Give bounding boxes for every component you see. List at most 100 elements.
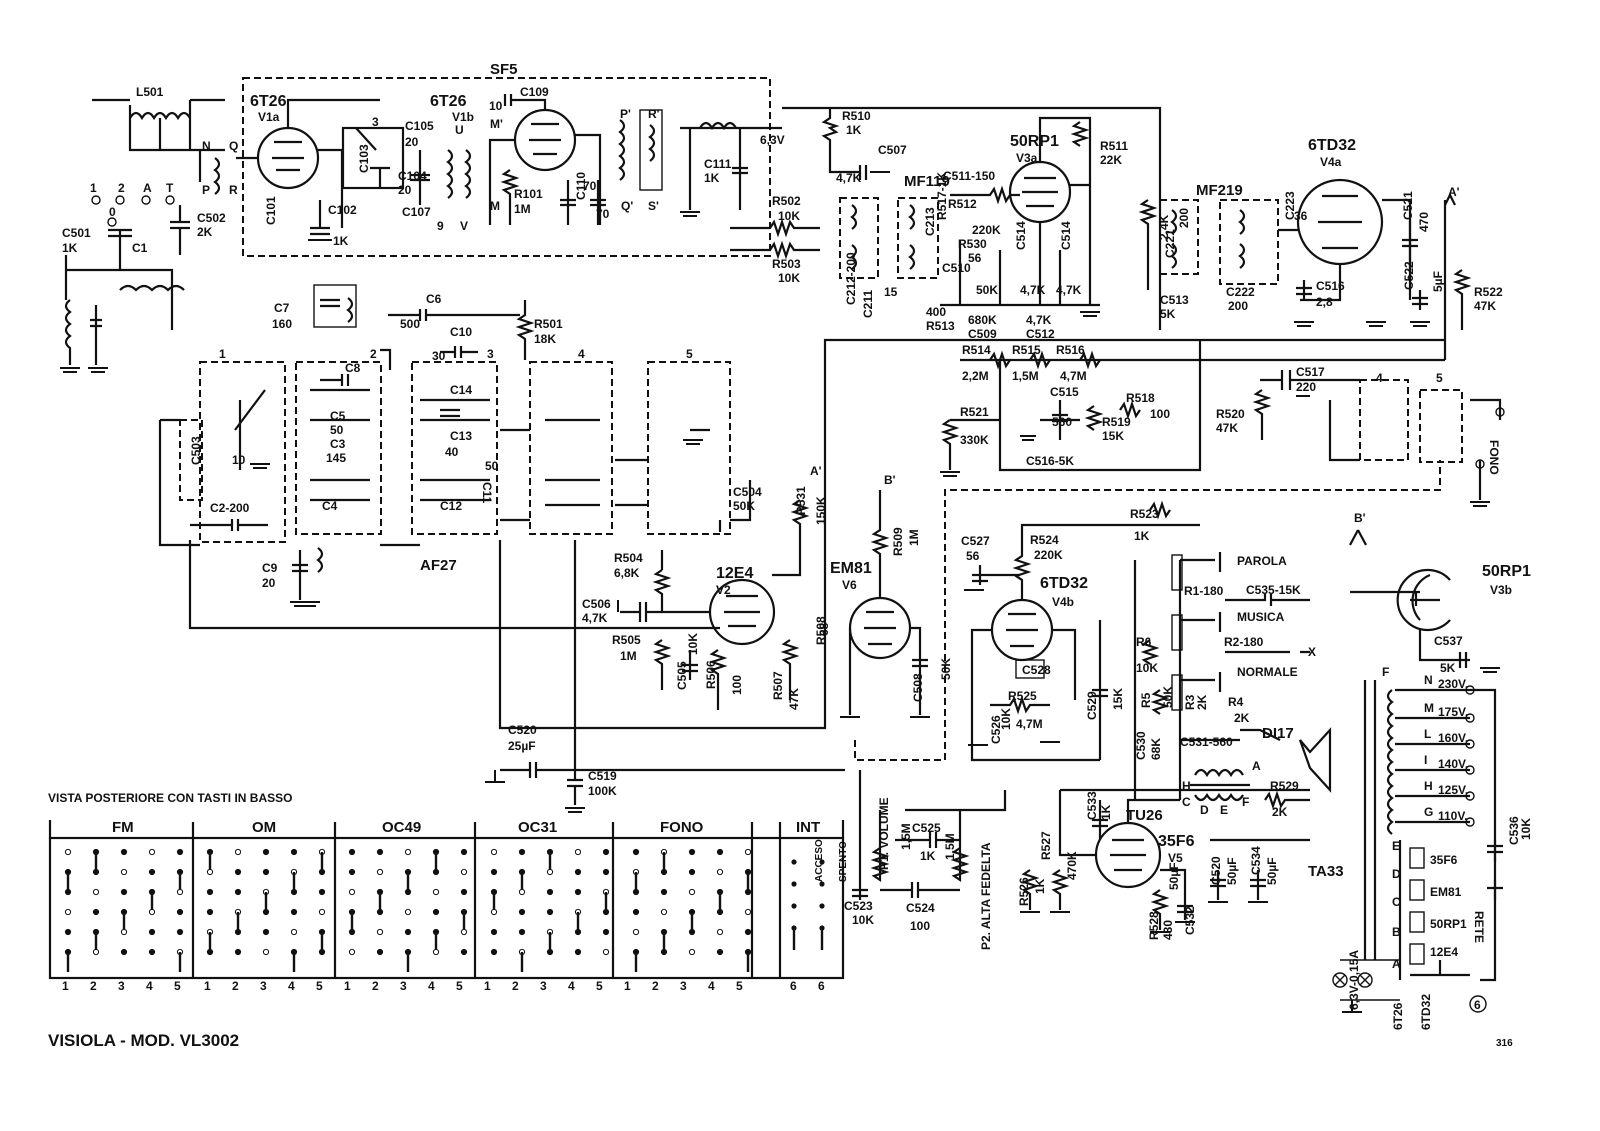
svg-text:470K: 470K xyxy=(1065,851,1079,880)
tone-parola: PAROLA xyxy=(1237,554,1287,568)
svg-text:50: 50 xyxy=(330,423,344,437)
svg-text:220: 220 xyxy=(1296,380,1316,394)
if-section: R510 1K C507 4,7K R502 10K R503 10K MF11… xyxy=(730,106,1503,360)
svg-text:20: 20 xyxy=(405,135,419,149)
svg-text:C532: C532 xyxy=(1183,906,1197,935)
switch-contact xyxy=(518,908,526,916)
switch-contact xyxy=(632,848,640,856)
svg-text:A: A xyxy=(1252,759,1261,773)
fidelity-label: P2. ALTA FEDELTA xyxy=(979,842,993,950)
group-fm: FM xyxy=(112,819,134,836)
switch-contact xyxy=(791,881,797,887)
switch-contact xyxy=(518,928,526,936)
switch-contact xyxy=(716,948,724,956)
switch-contact xyxy=(791,859,797,865)
svg-text:10K: 10K xyxy=(999,708,1013,730)
switch-contact xyxy=(290,848,298,856)
svg-text:70: 70 xyxy=(596,207,610,221)
em81-type: EM81 xyxy=(830,560,872,577)
svg-text:D: D xyxy=(1200,803,1209,817)
switch-contact xyxy=(290,928,298,936)
switch-contact xyxy=(546,908,554,916)
switch-contact xyxy=(546,868,554,876)
svg-text:1K: 1K xyxy=(1033,878,1047,894)
group-int: INT xyxy=(796,819,820,836)
svg-text:R524: R524 xyxy=(1030,533,1059,547)
svg-text:R527: R527 xyxy=(1039,831,1053,860)
svg-text:160: 160 xyxy=(272,317,292,331)
svg-text:18K: 18K xyxy=(534,332,556,346)
switch-contact xyxy=(262,908,270,916)
svg-text:B': B' xyxy=(884,473,896,487)
svg-text:U: U xyxy=(455,123,464,137)
svg-text:3: 3 xyxy=(372,115,379,129)
phono-input-label: FONO xyxy=(1487,440,1501,475)
svg-text:30: 30 xyxy=(432,349,446,363)
switch-contact xyxy=(290,908,298,916)
switch-contact xyxy=(432,908,440,916)
svg-text:C223: C223 xyxy=(1283,191,1297,220)
svg-text:C8: C8 xyxy=(345,361,361,375)
switch-contact xyxy=(206,948,214,956)
svg-text:P: P xyxy=(202,183,210,197)
svg-text:R: R xyxy=(229,183,238,197)
switch-contact xyxy=(318,868,326,876)
svg-text:4,7K: 4,7K xyxy=(582,611,608,625)
svg-text:B': B' xyxy=(1354,511,1366,525)
svg-text:C528: C528 xyxy=(1022,663,1051,677)
tone-control: PAROLA MUSICA NORMALE R1-180 C535-15K R2… xyxy=(1133,552,1332,800)
svg-text:H: H xyxy=(1424,779,1433,793)
switch-contact xyxy=(660,908,668,916)
svg-text:C107: C107 xyxy=(402,205,431,219)
svg-text:A: A xyxy=(143,181,152,195)
svg-text:C: C xyxy=(1392,895,1401,909)
svg-text:1K: 1K xyxy=(62,241,78,255)
svg-text:1: 1 xyxy=(90,181,97,195)
svg-text:6,8K: 6,8K xyxy=(614,566,640,580)
switch-contact xyxy=(574,848,582,856)
svg-text:50K: 50K xyxy=(976,283,998,297)
svg-text:10K: 10K xyxy=(778,209,800,223)
switch-contact xyxy=(234,888,242,896)
svg-text:1K: 1K xyxy=(1134,529,1150,543)
tap-160: 160V. xyxy=(1438,731,1468,745)
switch-contact xyxy=(234,948,242,956)
switch-contact xyxy=(490,868,498,876)
svg-text:1: 1 xyxy=(484,979,491,993)
svg-text:C525: C525 xyxy=(912,821,941,835)
switch-contact xyxy=(348,888,356,896)
svg-text:0: 0 xyxy=(109,205,116,219)
svg-text:10: 10 xyxy=(489,99,503,113)
svg-text:C514: C514 xyxy=(1059,221,1073,250)
svg-text:1: 1 xyxy=(204,979,211,993)
switch-contact xyxy=(632,928,640,936)
switch-contact xyxy=(176,888,184,896)
svg-text:C212-200: C212-200 xyxy=(844,252,858,305)
switch-section-5: 5 xyxy=(686,347,693,361)
v1b-ref: V1b xyxy=(452,110,474,124)
svg-text:5: 5 xyxy=(596,979,603,993)
switch-contact xyxy=(546,888,554,896)
switch-section-1: 1 xyxy=(219,347,226,361)
svg-text:2: 2 xyxy=(512,979,519,993)
l501-label: L501 xyxy=(136,85,164,99)
switch-contact xyxy=(432,868,440,876)
svg-text:C222: C222 xyxy=(1226,285,1255,299)
switch-contact xyxy=(120,948,128,956)
svg-text:C111: C111 xyxy=(704,157,732,171)
svg-text:R510: R510 xyxy=(842,109,871,123)
svg-text:R528: R528 xyxy=(1147,911,1161,940)
svg-text:10K: 10K xyxy=(686,633,700,655)
v3a-type: 50RP1 xyxy=(1010,133,1059,150)
switch-contact xyxy=(376,928,384,936)
svg-text:N: N xyxy=(202,139,211,153)
switch-contact xyxy=(376,908,384,916)
svg-text:6T26: 6T26 xyxy=(1391,1002,1405,1030)
switch-contact xyxy=(574,888,582,896)
svg-text:15K: 15K xyxy=(1111,688,1125,710)
switch-contact xyxy=(819,881,825,887)
svg-text:C509: C509 xyxy=(968,327,997,341)
svg-text:200: 200 xyxy=(1228,299,1248,313)
